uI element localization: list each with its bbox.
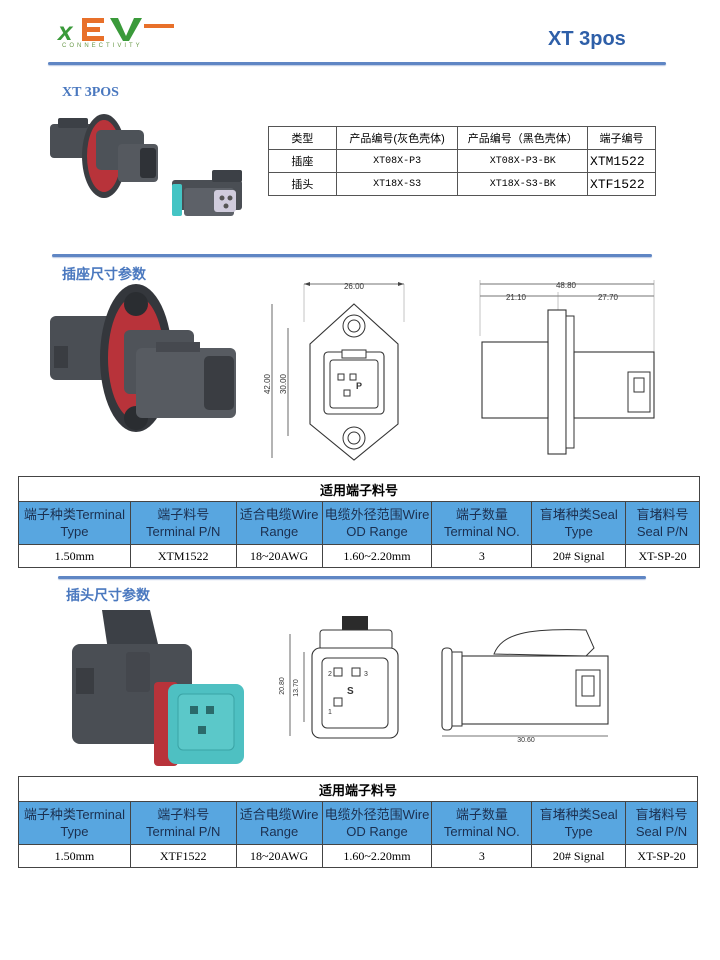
dim-left-length: 21.10 — [506, 293, 527, 302]
col-header-type: 类型 — [268, 126, 337, 150]
cell: 1.50mm — [18, 844, 131, 868]
cell-grey-pn: XT08X-P3 — [335, 149, 459, 173]
cell-black-pn: XT08X-P3-BK — [457, 149, 589, 173]
svg-text:2: 2 — [328, 671, 332, 678]
svg-text:3: 3 — [364, 671, 368, 678]
cell: XT-SP-20 — [625, 844, 698, 868]
product-table: 类型 产品编号(灰色壳体) 产品编号（黑色壳体） 端子编号 插座 XT08X-P… — [268, 126, 656, 196]
dim-plug-height-inner: 13.70 — [293, 679, 300, 697]
cell: XT-SP-20 — [625, 544, 700, 568]
col-header-terminal: 端子编号 — [587, 126, 656, 150]
section-title-socket: 插座尺寸参数 — [62, 268, 146, 283]
dim-height-outer: 42.00 — [263, 373, 272, 394]
cell: 3 — [431, 544, 533, 568]
table-row: 1.50mm XTF1522 18~20AWG 1.60~2.20mm 3 20… — [18, 844, 698, 868]
svg-text:1: 1 — [328, 709, 332, 716]
cell: XTM1522 — [129, 544, 237, 568]
cell-type: 插头 — [268, 172, 337, 196]
connector-pair-illustration — [50, 114, 242, 216]
cell: 1.60~2.20mm — [321, 844, 433, 868]
dim-total-length: 48.80 — [556, 281, 577, 290]
section-divider — [58, 576, 646, 579]
brand-logo: x CONNECTIVITY — [56, 10, 186, 56]
cell-terminal: XTM1522 — [587, 149, 656, 173]
cell: 18~20AWG — [235, 844, 323, 868]
section-title-plug: 插头尺寸参数 — [66, 589, 150, 604]
table-caption: 适用端子料号 — [18, 476, 700, 502]
table-row: 插头 XT18X-S3 XT18X-S3-BK XTF1522 — [268, 172, 656, 196]
plug-side-drawing: 30.60 — [441, 629, 609, 744]
cell: 20# Signal — [531, 544, 627, 568]
dim-right-length: 27.70 — [598, 293, 619, 302]
cell-terminal: XTF1522 — [587, 172, 656, 196]
brand-subtitle: CONNECTIVITY — [62, 43, 143, 49]
header-divider — [48, 62, 666, 65]
col-header-grey-pn: 产品编号(灰色壳体) — [335, 126, 459, 150]
section-title-intro: XT 3POS — [62, 85, 119, 100]
table-caption: 适用端子料号 — [18, 776, 698, 802]
socket-3d-illustration — [50, 284, 236, 432]
cell: XTF1522 — [129, 844, 237, 868]
table-row: 1.50mm XTM1522 18~20AWG 1.60~2.20mm 3 20… — [18, 544, 700, 568]
section-divider — [52, 254, 652, 257]
socket-front-drawing: 26.00 42.00 30.00 P — [263, 282, 405, 461]
cell: 1.60~2.20mm — [321, 544, 433, 568]
cell: 1.50mm — [18, 544, 131, 568]
dim-top-width: 26.00 — [344, 282, 365, 291]
dim-plug-height-outer: 20.80 — [279, 677, 286, 695]
cell-black-pn: XT18X-S3-BK — [457, 172, 589, 196]
cell: 18~20AWG — [235, 544, 323, 568]
cell: 20# Signal — [531, 844, 627, 868]
socket-side-drawing: 48.80 21.10 27.70 — [479, 280, 655, 455]
plug-front-drawing: 20.80 13.70 2 3 S 1 — [279, 616, 399, 739]
col-header-black-pn: 产品编号（黑色壳体） — [457, 126, 589, 150]
xev-logo-icon: x — [56, 16, 174, 46]
dim-plug-length: 30.60 — [517, 737, 535, 744]
dim-height-inner: 30.00 — [279, 373, 288, 394]
table-row: 插座 XT08X-P3 XT08X-P3-BK XTM1522 — [268, 149, 656, 173]
cell-type: 插座 — [268, 149, 337, 173]
page-title: XT 3pos — [548, 28, 626, 50]
plug-3d-illustration — [72, 610, 244, 766]
plug-mark: S — [347, 686, 354, 697]
cell: 3 — [431, 844, 533, 868]
cell-grey-pn: XT18X-S3 — [335, 172, 459, 196]
socket-mark: P — [356, 381, 362, 391]
svg-text:x: x — [56, 16, 74, 46]
